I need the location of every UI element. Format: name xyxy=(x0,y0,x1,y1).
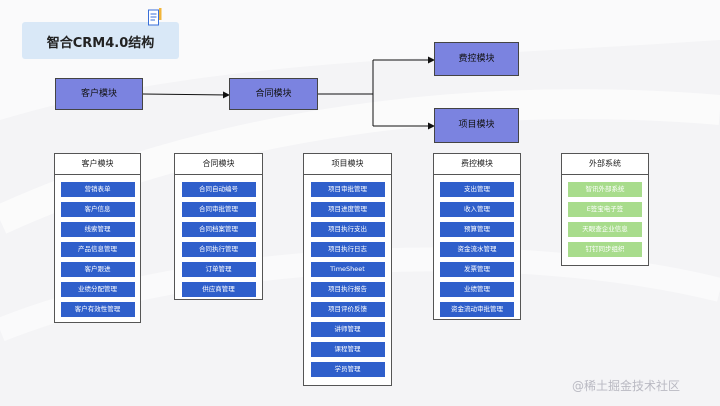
list-item: 支出管理 xyxy=(440,182,514,197)
list-item: 讲师管理 xyxy=(310,322,385,337)
panel-contract: 合同模块 合同自动编号 合同审批管理 合同档案管理 合同执行管理 订单管理 供应… xyxy=(174,153,263,300)
list-item: 合同审批管理 xyxy=(181,202,256,217)
panel-finance: 费控模块 支出管理 收入管理 预算管理 资金流水管理 发票管理 业绩管理 资金流… xyxy=(433,153,521,320)
panel-project: 项目模块 项目审批管理 项目进度管理 项目执行支出 项目执行日志 TimeShe… xyxy=(303,153,392,386)
list-item: 学员管理 xyxy=(310,362,385,377)
list-item: 项目执行支出 xyxy=(310,222,385,237)
list-item: 客户信息 xyxy=(60,202,135,217)
list-item: E签宝电子签 xyxy=(568,202,642,217)
list-item: 线索管理 xyxy=(60,222,135,237)
panel-title: 费控模块 xyxy=(434,154,520,175)
list-item: 项目审批管理 xyxy=(310,182,385,197)
watermark: @稀土掘金技术社区 xyxy=(572,379,681,393)
list-item: 课程管理 xyxy=(310,342,385,357)
panel-external: 外部系统 智讯外部系统 E签宝电子签 天眼查企业信息 钉钉同步组织 xyxy=(561,153,649,266)
list-item: 预算管理 xyxy=(440,222,514,237)
list-item: 业绩管理 xyxy=(440,282,514,297)
list-item: 天眼查企业信息 xyxy=(568,222,642,237)
panel-customer: 客户模块 营销表单 客户信息 线索管理 产品信息管理 客户跟进 业绩分配管理 客… xyxy=(54,153,141,323)
list-item: 项目进度管理 xyxy=(310,202,385,217)
flow-node-finance: 费控模块 xyxy=(434,42,519,76)
list-item: 客户有效性管理 xyxy=(60,302,135,317)
panel-title: 合同模块 xyxy=(175,154,262,175)
document-pencil-icon xyxy=(148,8,162,26)
list-item: 发票管理 xyxy=(440,262,514,277)
list-item: 收入管理 xyxy=(440,202,514,217)
list-item: 项目评价反馈 xyxy=(310,302,385,317)
list-item: 合同自动编号 xyxy=(181,182,256,197)
flow-node-project: 项目模块 xyxy=(434,108,519,143)
flow-node-contract: 合同模块 xyxy=(229,78,318,110)
flow-node-customer: 客户模块 xyxy=(55,78,143,110)
page-title: 智合CRM4.0结构 xyxy=(46,36,155,51)
list-item: 供应商管理 xyxy=(181,282,256,297)
list-item: 智讯外部系统 xyxy=(568,182,642,197)
list-item: 订单管理 xyxy=(181,262,256,277)
panel-title: 客户模块 xyxy=(55,154,140,175)
list-item: TimeSheet xyxy=(310,262,385,277)
list-item: 客户跟进 xyxy=(60,262,135,277)
panel-title: 项目模块 xyxy=(304,154,391,175)
list-item: 项目执行报告 xyxy=(310,282,385,297)
list-item: 合同执行管理 xyxy=(181,242,256,257)
list-item: 营销表单 xyxy=(60,182,135,197)
list-item: 业绩分配管理 xyxy=(60,282,135,297)
list-item: 项目执行日志 xyxy=(310,242,385,257)
list-item: 钉钉同步组织 xyxy=(568,242,642,257)
list-item: 产品信息管理 xyxy=(60,242,135,257)
panel-title: 外部系统 xyxy=(562,154,648,175)
list-item: 资金流水管理 xyxy=(440,242,514,257)
list-item: 合同档案管理 xyxy=(181,222,256,237)
list-item: 资金流动审批管理 xyxy=(440,302,514,317)
title-banner: 智合CRM4.0结构 xyxy=(22,22,179,59)
